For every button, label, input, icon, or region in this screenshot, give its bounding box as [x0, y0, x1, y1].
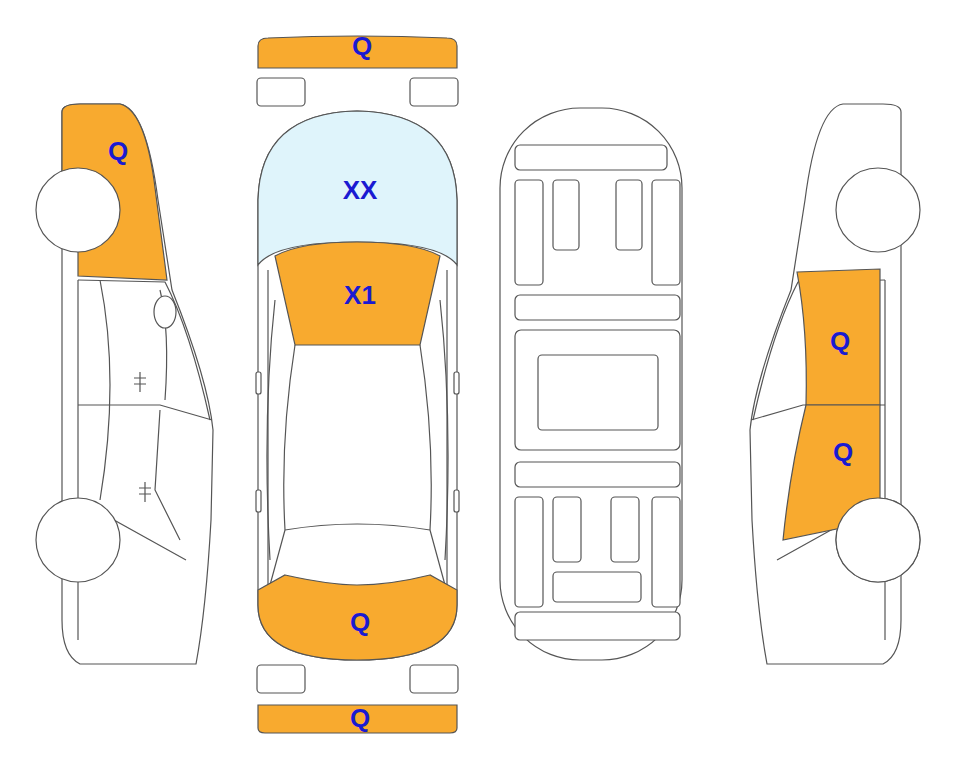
- car-outline: [553, 497, 581, 562]
- panel-shape: [275, 242, 440, 345]
- car-outline: [284, 345, 432, 530]
- underside-view: [500, 108, 682, 660]
- car-outline: [134, 372, 146, 392]
- car-outline: [884, 280, 885, 640]
- front-bumper-panel: Q: [255, 34, 460, 72]
- car-outline: [515, 462, 680, 487]
- damage-code: Q: [108, 138, 128, 164]
- top-view: [256, 78, 459, 693]
- right-rear-door-panel: Q: [778, 400, 886, 545]
- car-outline: [155, 410, 180, 540]
- panel-shape: [797, 269, 880, 405]
- car-outline: [257, 78, 305, 106]
- car-outline: [100, 280, 110, 500]
- car-outline: [553, 572, 641, 602]
- car-outline: [256, 490, 261, 512]
- wheel: [36, 168, 120, 252]
- damage-code: X1: [344, 282, 376, 308]
- car-outline: [515, 295, 680, 320]
- car-outline: [515, 497, 543, 607]
- car-outline: [77, 280, 78, 640]
- car-outline: [652, 497, 680, 607]
- car-outline: [258, 111, 457, 660]
- damage-code: Q: [830, 328, 850, 354]
- damage-code: Q: [352, 33, 372, 59]
- damage-code: Q: [350, 609, 370, 635]
- right-side-view: [750, 104, 920, 664]
- damage-code: Q: [833, 439, 853, 465]
- rear-bumper-panel: Q: [255, 702, 460, 736]
- left-front-fender-panel: Q: [56, 100, 172, 284]
- car-outline: [515, 330, 680, 450]
- panel-shape: [258, 575, 457, 660]
- car-outline: [256, 372, 261, 394]
- car-outline: [553, 180, 579, 250]
- hood-panel: X1: [272, 240, 444, 348]
- car-outline: [139, 482, 151, 502]
- trunk-panel: Q: [255, 570, 460, 663]
- left-side-view: [36, 104, 213, 664]
- car-outline: [285, 524, 430, 530]
- car-outline: [515, 180, 543, 285]
- damage-code: Q: [350, 705, 370, 731]
- car-outline: [611, 497, 639, 562]
- car-outline: [36, 498, 120, 582]
- damage-code: XX: [343, 177, 378, 203]
- car-outline: [515, 145, 667, 170]
- car-outline: [500, 108, 682, 660]
- car-outline: [652, 180, 680, 285]
- car-outline: [515, 612, 680, 640]
- car-outline: [78, 405, 212, 420]
- car-outline: [454, 372, 459, 394]
- car-outline: [410, 665, 458, 693]
- car-outline: [270, 530, 445, 585]
- panel-outline: [56, 100, 172, 284]
- car-outline: [538, 355, 658, 430]
- car-outline: [78, 280, 210, 420]
- car-outline: [154, 296, 176, 328]
- car-outline: [616, 180, 642, 250]
- car-outline: [836, 498, 920, 582]
- car-outline: [454, 490, 459, 512]
- right-front-door-panel: Q: [790, 266, 886, 410]
- wheel: [836, 498, 920, 582]
- panel-outline: [778, 400, 886, 545]
- car-outline: [257, 665, 305, 693]
- panel-shape: [258, 705, 457, 733]
- car-outline: [836, 168, 920, 252]
- car-outline: [410, 78, 458, 106]
